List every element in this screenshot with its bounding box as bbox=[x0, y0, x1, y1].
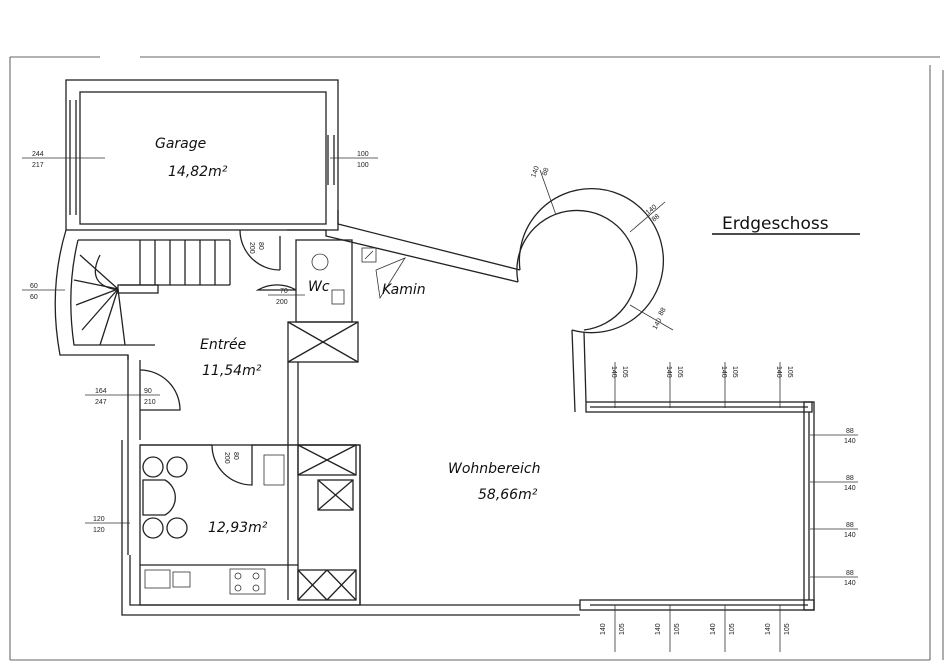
dim-label: 120 bbox=[93, 516, 105, 523]
dim-label: 140 bbox=[652, 317, 664, 331]
dim-label: 140 bbox=[844, 438, 856, 445]
dim-label: 88 bbox=[658, 307, 668, 317]
interior-walls bbox=[127, 229, 407, 600]
dim-label: 80 bbox=[232, 452, 239, 460]
staircase bbox=[54, 229, 231, 360]
rotunda-walls bbox=[516, 188, 665, 413]
dim-label: 140 bbox=[844, 580, 856, 587]
dim-label: 88 bbox=[651, 213, 662, 223]
kitchen-area: 12,93m² bbox=[208, 520, 268, 536]
garage-walls bbox=[65, 79, 339, 231]
dim-label: 140 bbox=[844, 532, 856, 539]
dim-label: 140 bbox=[665, 366, 672, 378]
garage-area: 14,82m² bbox=[168, 164, 228, 180]
dim-label: 105 bbox=[784, 623, 791, 635]
dim-label: 140 bbox=[610, 366, 617, 378]
floor-title: Erdgeschoss bbox=[722, 214, 829, 234]
dim-label: 60 bbox=[30, 283, 38, 290]
dim-label: 140 bbox=[530, 165, 541, 178]
dim-label: 80 bbox=[257, 242, 264, 250]
dim-label: 105 bbox=[619, 623, 626, 635]
entree-area: 11,54m² bbox=[202, 363, 262, 379]
dim-label: 210 bbox=[144, 399, 156, 406]
dim-label: 200 bbox=[223, 452, 230, 464]
dim-label: 70 bbox=[280, 288, 288, 295]
dim-label: 217 bbox=[32, 162, 44, 169]
dim-label: 140 bbox=[600, 623, 607, 635]
living-label: Wohnbereich bbox=[448, 461, 540, 477]
kamin-label: Kamin bbox=[382, 282, 426, 298]
garage-label: Garage bbox=[155, 136, 206, 152]
dim-label: 120 bbox=[93, 527, 105, 534]
dim-label: 88 bbox=[846, 570, 854, 577]
dim-label: 90 bbox=[144, 388, 152, 395]
living-walls bbox=[579, 401, 815, 611]
wc-label: Wc bbox=[308, 279, 330, 295]
living-area: 58,66m² bbox=[478, 487, 538, 503]
dim-label: 105 bbox=[731, 366, 738, 378]
sheet-frame bbox=[9, 56, 944, 661]
dim-label: 200 bbox=[276, 299, 288, 306]
dim-label: 100 bbox=[357, 162, 369, 169]
dim-label: 105 bbox=[729, 623, 736, 635]
dim-label: 140 bbox=[720, 366, 727, 378]
dim-label: 88 bbox=[846, 522, 854, 529]
dim-label: 60 bbox=[30, 294, 38, 301]
entree-label: Entrée bbox=[200, 337, 246, 353]
dim-label: 164 bbox=[95, 388, 107, 395]
dim-label: 88 bbox=[846, 428, 854, 435]
dim-label: 244 bbox=[32, 151, 44, 158]
dim-label: 105 bbox=[786, 366, 793, 378]
dim-label: 105 bbox=[676, 366, 683, 378]
corridor-wall bbox=[287, 210, 521, 283]
dim-label: 140 bbox=[844, 485, 856, 492]
dim-label: 140 bbox=[765, 623, 772, 635]
dim-label: 200 bbox=[248, 242, 255, 254]
dim-label: 100 bbox=[357, 151, 369, 158]
dim-label: 247 bbox=[95, 399, 107, 406]
kitchen bbox=[121, 440, 580, 616]
dim-label: 140 bbox=[710, 623, 717, 635]
dim-label: 88 bbox=[846, 475, 854, 482]
dim-label: 105 bbox=[674, 623, 681, 635]
dim-label: 88 bbox=[541, 167, 550, 177]
dim-label: 105 bbox=[621, 366, 628, 378]
dim-label: 140 bbox=[775, 366, 782, 378]
dim-label: 140 bbox=[655, 623, 662, 635]
